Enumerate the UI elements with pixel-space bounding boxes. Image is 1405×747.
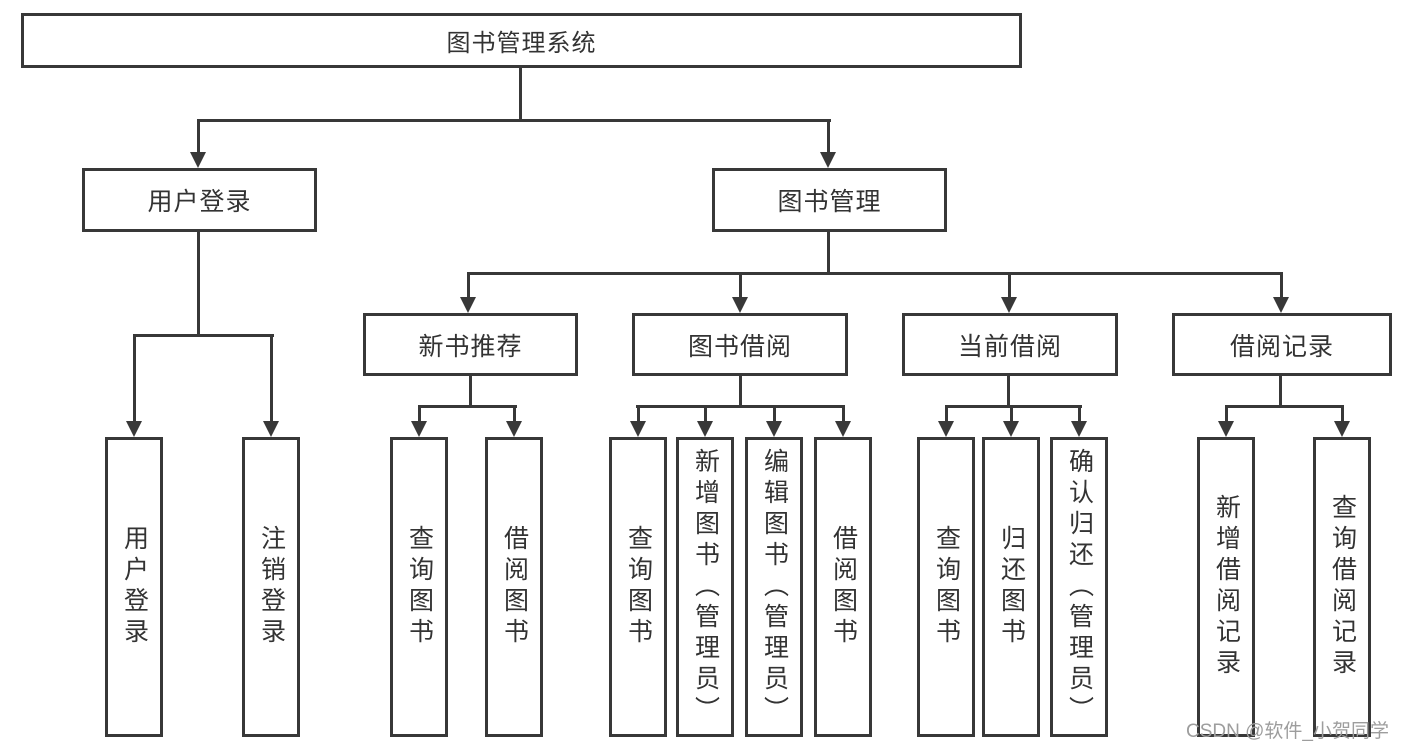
connector-drop-bb-edit — [773, 405, 776, 423]
leaf-cb-confirm-return-admin-label: 确认归还（管理员） — [1065, 447, 1094, 727]
arrowhead-bb-query — [630, 421, 646, 437]
connector-drop-cb-return — [1010, 405, 1013, 423]
arrowhead-bb-edit — [766, 421, 782, 437]
connector-level2-bus — [467, 272, 1282, 275]
connector-drop-book-mgmt — [827, 119, 830, 155]
node-user-login-label: 用户登录 — [147, 188, 252, 216]
leaf-nb-query-books-label: 查询图书 — [405, 525, 434, 649]
connector-drop-cb-query — [945, 405, 948, 423]
arrowhead-new-books — [460, 297, 476, 313]
node-book-borrowing: 图书借阅 — [632, 313, 848, 376]
leaf-cb-confirm-return-admin: 确认归还（管理员） — [1050, 437, 1108, 737]
leaf-bb-edit-books-admin-label: 编辑图书（管理员） — [760, 447, 789, 727]
arrowhead-bb-borrow — [835, 421, 851, 437]
arrowhead-borrow-records — [1273, 297, 1289, 313]
arrowhead-cb-query — [938, 421, 954, 437]
arrowhead-current-borrow — [1001, 297, 1017, 313]
leaf-cb-return-books-label: 归还图书 — [997, 525, 1026, 649]
leaf-br-add-record: 新增借阅记录 — [1197, 437, 1255, 737]
connector-drop-user-login — [197, 119, 200, 155]
connector-bookborrow-stem — [739, 376, 742, 408]
node-user-login: 用户登录 — [82, 168, 317, 232]
leaf-bb-query-books-label: 查询图书 — [624, 525, 653, 649]
connector-drop-bb-query — [637, 405, 640, 423]
arrowhead-leaf-logout — [263, 421, 279, 437]
leaf-user-login: 用户登录 — [105, 437, 163, 737]
connector-drop-book-borrow — [739, 272, 742, 299]
connector-drop-br-query — [1341, 405, 1344, 423]
leaf-cb-query-books: 查询图书 — [917, 437, 975, 737]
leaf-bb-edit-books-admin: 编辑图书（管理员） — [745, 437, 803, 737]
leaf-br-query-record: 查询借阅记录 — [1313, 437, 1371, 737]
arrowhead-cb-confirm — [1071, 421, 1087, 437]
leaf-bb-add-books-admin: 新增图书（管理员） — [676, 437, 734, 737]
connector-userlogin-stem — [197, 232, 200, 337]
connector-drop-cb-confirm — [1078, 405, 1081, 423]
connector-level1-bus — [197, 119, 831, 122]
leaf-bb-query-books: 查询图书 — [609, 437, 667, 737]
leaf-nb-borrow-books: 借阅图书 — [485, 437, 543, 737]
connector-borrowrecords-stem — [1279, 376, 1282, 408]
arrowhead-br-query — [1334, 421, 1350, 437]
arrowhead-book-mgmt — [820, 152, 836, 168]
leaf-bb-borrow-books: 借阅图书 — [814, 437, 872, 737]
connector-drop-borrow-records — [1280, 272, 1283, 299]
connector-newbooks-bus — [418, 405, 517, 408]
arrowhead-leaf-login — [126, 421, 142, 437]
leaf-cb-query-books-label: 查询图书 — [932, 525, 961, 649]
node-current-borrowing-label: 当前借阅 — [957, 332, 1062, 361]
node-root-label: 图书管理系统 — [446, 30, 597, 57]
leaf-nb-borrow-books-label: 借阅图书 — [500, 525, 529, 649]
node-root-system: 图书管理系统 — [21, 13, 1022, 68]
connector-drop-bb-borrow — [842, 405, 845, 423]
arrowhead-book-borrow — [732, 297, 748, 313]
node-current-borrowing: 当前借阅 — [902, 313, 1118, 376]
node-new-book-recommend-label: 新书推荐 — [418, 332, 523, 361]
connector-drop-current-borrow — [1008, 272, 1011, 299]
leaf-logout: 注销登录 — [242, 437, 300, 737]
node-book-management: 图书管理 — [712, 168, 947, 232]
connector-newbooks-stem — [469, 376, 472, 408]
leaf-logout-label: 注销登录 — [257, 525, 286, 649]
connector-drop-br-add — [1225, 405, 1228, 423]
leaf-cb-return-books: 归还图书 — [982, 437, 1040, 737]
leaf-bb-borrow-books-label: 借阅图书 — [829, 525, 858, 649]
connector-borrowrecords-bus — [1225, 405, 1344, 408]
arrowhead-user-login — [190, 152, 206, 168]
node-book-management-label: 图书管理 — [777, 188, 882, 216]
connector-currentborrow-stem — [1007, 376, 1010, 408]
connector-bookborrow-bus — [636, 405, 845, 408]
node-borrow-records-label: 借阅记录 — [1229, 332, 1334, 361]
connector-bookmgmt-stem — [827, 232, 830, 275]
node-borrow-records: 借阅记录 — [1172, 313, 1392, 376]
arrowhead-br-add — [1218, 421, 1234, 437]
connector-userlogin-bus — [133, 334, 274, 337]
arrowhead-nb-query — [411, 421, 427, 437]
connector-drop-new-books — [467, 272, 470, 299]
leaf-br-add-record-label: 新增借阅记录 — [1212, 494, 1241, 680]
connector-drop-leaf-login — [133, 334, 136, 423]
leaf-bb-add-books-admin-label: 新增图书（管理员） — [691, 447, 720, 727]
arrowhead-bb-add — [697, 421, 713, 437]
connector-drop-leaf-logout — [270, 334, 273, 423]
connector-drop-nb-query — [418, 405, 421, 423]
connector-drop-bb-add — [704, 405, 707, 423]
leaf-br-query-record-label: 查询借阅记录 — [1328, 494, 1357, 680]
arrowhead-cb-return — [1003, 421, 1019, 437]
connector-currentborrow-bus — [945, 405, 1082, 408]
leaf-nb-query-books: 查询图书 — [390, 437, 448, 737]
connector-drop-nb-borrow — [513, 405, 516, 423]
node-book-borrowing-label: 图书借阅 — [687, 332, 792, 361]
connector-root-stem — [519, 68, 522, 122]
csdn-watermark: CSDN @软件_小贺同学 — [1186, 721, 1389, 742]
leaf-user-login-label: 用户登录 — [120, 525, 149, 649]
arrowhead-nb-borrow — [506, 421, 522, 437]
node-new-book-recommend: 新书推荐 — [363, 313, 578, 376]
